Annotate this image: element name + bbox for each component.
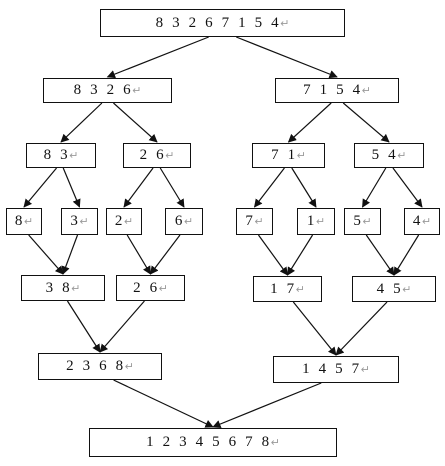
edge-arrow-n2-n6 xyxy=(342,102,390,143)
array-node-n2: 7 1 5 4↵ xyxy=(275,78,399,103)
array-node-n0: 8 3 2 6 7 1 5 4↵ xyxy=(100,9,345,37)
edge-arrow-n11-n17 xyxy=(257,234,288,276)
array-node-n9: 2↵ xyxy=(106,208,142,235)
edge-arrow-n6-n13 xyxy=(361,167,387,208)
array-node-n7: 8↵ xyxy=(6,208,42,235)
return-arrow-icon: ↵ xyxy=(132,84,142,97)
edge-arrow-n10-n16 xyxy=(149,234,181,275)
node-values: 5 4 xyxy=(371,147,397,163)
node-values: 4 5 xyxy=(376,280,402,297)
array-node-n15: 3 8↵ xyxy=(21,275,105,301)
return-arrow-icon: ↵ xyxy=(71,281,81,295)
array-node-n12: 1↵ xyxy=(297,208,335,235)
edge-arrow-n0-n1 xyxy=(106,36,209,79)
array-node-n19: 2 3 6 8↵ xyxy=(38,353,162,380)
array-node-n14: 4↵ xyxy=(404,208,440,235)
edge-arrow-n17-n20 xyxy=(292,301,337,356)
edge-arrow-n1-n3 xyxy=(60,102,103,143)
return-arrow-icon: ↵ xyxy=(123,215,134,228)
node-values: 1 xyxy=(306,213,315,229)
array-node-n5: 7 1↵ xyxy=(252,143,325,168)
node-values: 8 3 2 6 7 1 5 4 xyxy=(155,14,280,31)
node-values: 8 xyxy=(14,213,23,229)
edge-arrow-n13-n18 xyxy=(365,234,395,276)
return-arrow-icon: ↵ xyxy=(361,84,371,97)
array-node-n1: 8 3 2 6↵ xyxy=(43,78,172,103)
node-values: 2 6 xyxy=(139,147,165,163)
return-arrow-icon: ↵ xyxy=(315,215,326,228)
array-node-n8: 3↵ xyxy=(61,208,98,235)
return-arrow-icon: ↵ xyxy=(295,282,305,296)
node-values: 2 6 xyxy=(133,279,158,296)
return-arrow-icon: ↵ xyxy=(360,363,370,376)
edge-arrow-n12-n17 xyxy=(286,234,314,276)
node-values: 3 xyxy=(70,213,79,229)
return-arrow-icon: ↵ xyxy=(69,149,79,162)
edge-arrow-n15-n19 xyxy=(66,300,101,353)
edge-arrow-n5-n12 xyxy=(291,167,317,208)
return-arrow-icon: ↵ xyxy=(270,436,280,449)
edge-arrow-n14-n18 xyxy=(393,234,420,276)
node-values: 1 7 xyxy=(270,280,295,297)
return-arrow-icon: ↵ xyxy=(362,215,372,228)
edge-arrow-n4-n10 xyxy=(159,167,185,208)
node-values: 5 xyxy=(353,213,362,229)
edge-arrow-n7-n15 xyxy=(28,234,64,275)
return-arrow-icon: ↵ xyxy=(183,215,194,228)
edge-arrow-n3-n7 xyxy=(23,167,58,208)
array-node-n13: 5↵ xyxy=(344,208,381,235)
edge-arrow-n20-n21 xyxy=(212,382,322,429)
edge-arrow-n2-n5 xyxy=(287,102,332,143)
edge-arrow-n18-n20 xyxy=(335,301,388,356)
node-values: 1 2 3 4 5 6 7 8 xyxy=(146,434,270,450)
node-values: 8 3 xyxy=(43,147,69,163)
array-node-n17: 1 7↵ xyxy=(253,276,322,302)
node-values: 2 xyxy=(114,213,123,229)
edge-arrow-n4-n9 xyxy=(123,167,154,208)
return-arrow-icon: ↵ xyxy=(79,215,89,228)
node-values: 4 xyxy=(412,213,421,229)
edge-arrow-n1-n4 xyxy=(113,102,158,143)
array-node-n3: 8 3↵ xyxy=(26,143,96,168)
node-values: 2 3 6 8 xyxy=(66,358,124,374)
return-arrow-icon: ↵ xyxy=(165,149,175,162)
edge-arrow-n5-n11 xyxy=(253,167,285,208)
edge-arrow-n3-n8 xyxy=(62,167,81,208)
node-values: 8 3 2 6 xyxy=(73,82,132,98)
node-values: 6 xyxy=(174,213,183,229)
edge-arrow-n19-n21 xyxy=(113,379,214,428)
edge-arrow-n9-n16 xyxy=(126,234,152,275)
array-node-n11: 7↵ xyxy=(236,208,273,235)
return-arrow-icon: ↵ xyxy=(397,149,407,162)
node-values: 7 1 5 4 xyxy=(303,82,361,98)
array-node-n20: 1 4 5 7↵ xyxy=(273,356,399,383)
array-node-n18: 4 5↵ xyxy=(352,276,436,302)
return-arrow-icon: ↵ xyxy=(280,16,290,30)
node-values: 7 1 xyxy=(271,147,296,163)
node-values: 7 xyxy=(245,213,254,229)
array-node-n10: 6↵ xyxy=(165,208,203,235)
node-values: 3 8 xyxy=(45,279,71,296)
return-arrow-icon: ↵ xyxy=(124,360,134,373)
edge-arrow-n0-n2 xyxy=(236,36,338,79)
array-node-n21: 1 2 3 4 5 6 7 8↵ xyxy=(89,428,337,457)
array-node-n6: 5 4↵ xyxy=(354,143,424,168)
edge-arrow-n8-n15 xyxy=(61,234,79,275)
return-arrow-icon: ↵ xyxy=(402,282,412,296)
array-node-n16: 2 6↵ xyxy=(116,275,185,301)
return-arrow-icon: ↵ xyxy=(296,149,306,162)
node-values: 1 4 5 7 xyxy=(302,361,360,377)
return-arrow-icon: ↵ xyxy=(23,215,34,228)
return-arrow-icon: ↵ xyxy=(254,215,264,228)
edge-arrow-n6-n14 xyxy=(392,167,423,208)
return-arrow-icon: ↵ xyxy=(158,281,168,295)
return-arrow-icon: ↵ xyxy=(421,215,432,228)
array-node-n4: 2 6↵ xyxy=(123,143,191,168)
edge-arrow-n16-n19 xyxy=(99,300,145,353)
